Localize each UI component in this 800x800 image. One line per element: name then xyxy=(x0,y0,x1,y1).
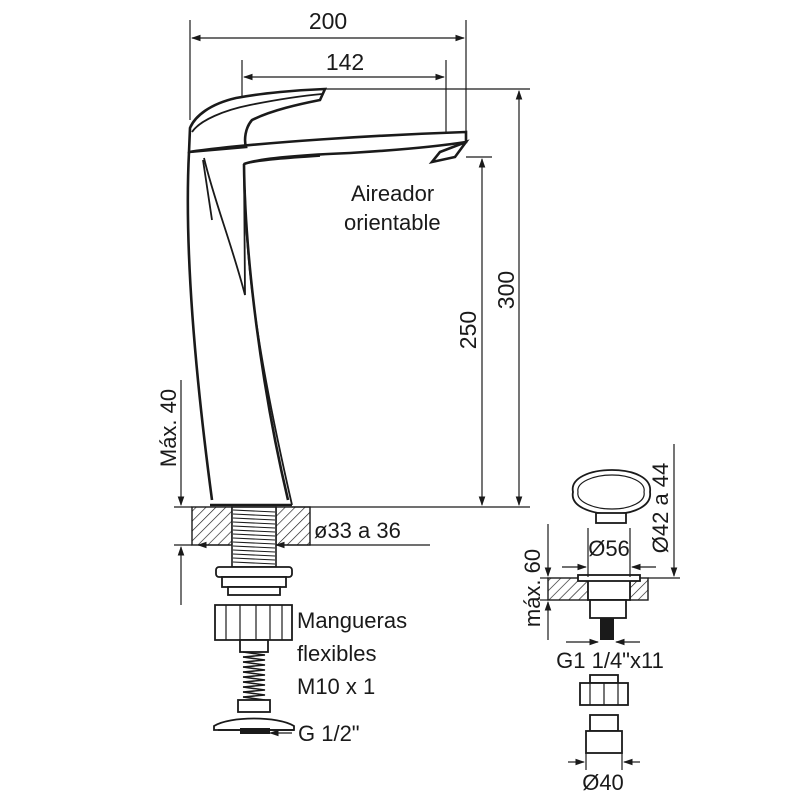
hose-coil xyxy=(242,686,266,693)
thread-line xyxy=(232,517,276,521)
dim-drain-thread: G1 1/4"x11 xyxy=(556,648,664,673)
label-aerator-line1: Aireador xyxy=(351,181,434,206)
label-hoses-line3: M10 x 1 xyxy=(297,674,375,699)
dim-spout-reach: 142 xyxy=(326,49,364,75)
thread-line xyxy=(232,537,276,541)
hose-coil xyxy=(242,656,266,663)
dim-width-total: 200 xyxy=(309,8,347,34)
dim-drain-max-thickness: máx. 60 xyxy=(520,549,545,627)
thread-line xyxy=(232,521,276,525)
label-hoses-line2: flexibles xyxy=(297,641,376,666)
drain-section xyxy=(547,574,649,640)
hose-coil xyxy=(242,661,266,668)
countertop-section xyxy=(191,506,311,568)
label-inlet-thread: G 1/2" xyxy=(298,721,360,746)
thread-line xyxy=(232,549,276,553)
thread-line xyxy=(232,561,276,565)
dimension-lines xyxy=(174,20,530,737)
hose-coil xyxy=(242,651,266,658)
dim-height-total: 300 xyxy=(493,271,519,309)
thread-line xyxy=(232,529,276,533)
fixing-nut xyxy=(214,566,293,641)
thread-line xyxy=(232,557,276,561)
thread-line xyxy=(232,525,276,529)
faucet-body xyxy=(186,87,470,507)
hose-coil xyxy=(242,676,266,683)
dim-drain-outlet-diameter: Ø40 xyxy=(582,770,624,795)
thread-line xyxy=(232,509,276,513)
thread-line xyxy=(232,533,276,537)
dim-drain-cap-diameter: Ø56 xyxy=(588,536,630,561)
hose-coil xyxy=(242,681,266,688)
dim-height-spout: 250 xyxy=(455,311,481,349)
thread-line xyxy=(232,545,276,549)
dim-max-counter: Máx. 40 xyxy=(156,389,181,467)
flexible-hose xyxy=(213,639,295,734)
hose-coil xyxy=(242,691,266,698)
dim-drain-hole-diameter: Ø42 a 44 xyxy=(648,463,673,554)
thread-line xyxy=(232,553,276,557)
dim-hole-diameter: ø33 a 36 xyxy=(314,518,401,543)
label-aerator-line2: orientable xyxy=(344,210,441,235)
thread-line xyxy=(232,541,276,545)
drain-dimension-lines xyxy=(540,444,680,770)
hose-coil xyxy=(242,666,266,673)
thread-line xyxy=(232,513,276,517)
hose-coil xyxy=(242,671,266,678)
label-hoses-line1: Mangueras xyxy=(297,608,407,633)
drain-body xyxy=(579,674,629,754)
drain-cap xyxy=(572,469,651,524)
